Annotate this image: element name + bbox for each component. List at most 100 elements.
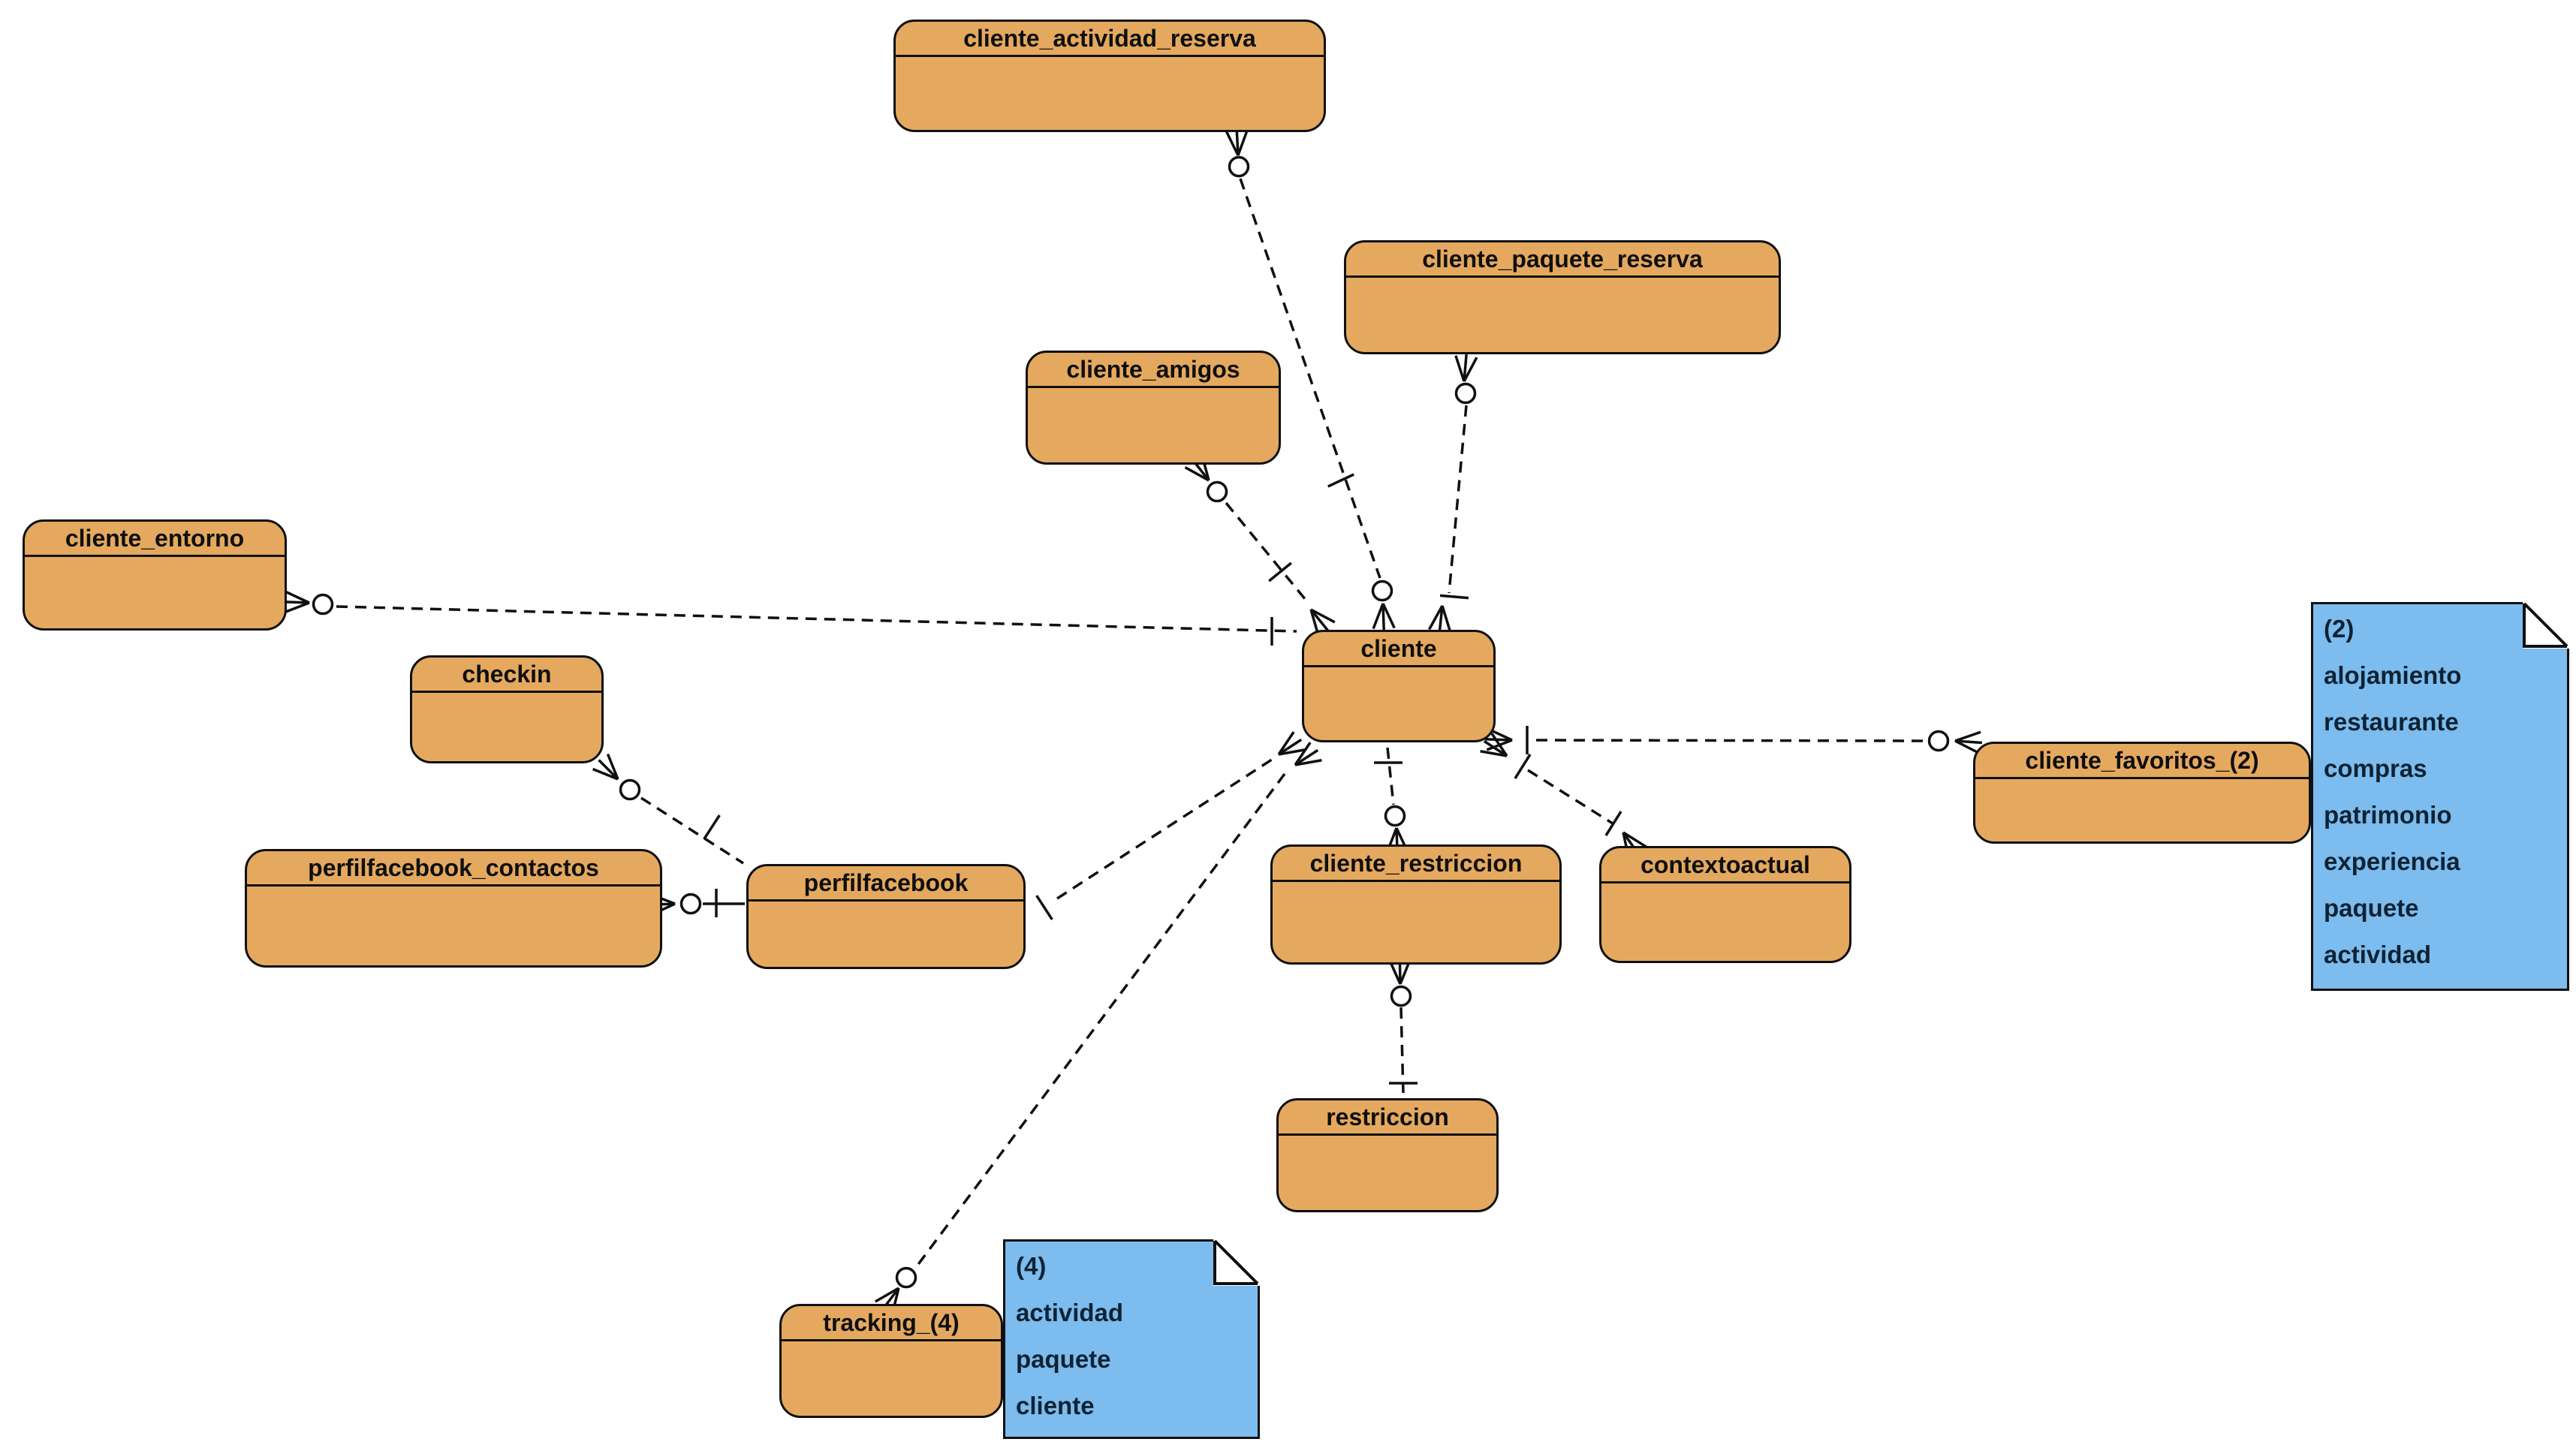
entity-body — [749, 902, 1023, 967]
entity-label: tracking_(4) — [823, 1308, 960, 1336]
entity-body — [1279, 1136, 1496, 1210]
note-line: compras — [2324, 754, 2427, 782]
cardinality-zero-circle — [679, 893, 702, 915]
entity-header: cliente_amigos — [1028, 353, 1279, 388]
entity-cliente_favoritos_2[interactable]: cliente_favoritos_(2) — [1973, 742, 2311, 844]
entity-cliente_entorno[interactable]: cliente_entorno — [23, 519, 287, 631]
entity-cliente_restriccion[interactable]: cliente_restriccion — [1270, 844, 1562, 965]
connector-cliente_actividad_reserva-cliente[interactable] — [1225, 128, 1396, 631]
entity-header: cliente_paquete_reserva — [1346, 242, 1779, 278]
connector-perfilfacebook-cliente[interactable] — [1035, 731, 1306, 920]
crow-foot-many-icon — [1428, 605, 1452, 633]
entity-perfilfacebook[interactable]: perfilfacebook — [746, 864, 1026, 969]
entity-header: contextoactual — [1601, 848, 1849, 884]
crow-foot-many-icon — [1277, 731, 1306, 756]
entity-body — [1273, 882, 1559, 962]
entity-tracking_4[interactable]: tracking_(4) — [779, 1304, 1003, 1418]
entity-label: cliente_favoritos_(2) — [2025, 746, 2259, 774]
entity-header: checkin — [412, 658, 601, 693]
entity-header: perfilfacebook_contactos — [247, 851, 660, 887]
cardinality-one-tick — [1268, 561, 1292, 583]
entity-checkin[interactable]: checkin — [410, 655, 604, 763]
entity-header: tracking_(4) — [782, 1306, 1001, 1341]
crow-foot-many-icon — [1954, 730, 1983, 754]
entity-label: cliente_entorno — [65, 524, 245, 552]
entity-label: perfilfacebook_contactos — [308, 853, 599, 881]
cardinality-zero-circle — [312, 593, 334, 616]
note-line: patrimonio — [2324, 801, 2452, 829]
entity-cliente_amigos[interactable]: cliente_amigos — [1026, 351, 1281, 465]
note-title: (2) — [2324, 615, 2355, 643]
cardinality-zero-circle — [619, 778, 641, 801]
note-line: actividad — [1016, 1299, 1124, 1326]
entity-contextoactual[interactable]: contextoactual — [1599, 846, 1851, 963]
cardinality-zero-circle — [1206, 480, 1228, 503]
entity-cliente_paquete_reserva[interactable]: cliente_paquete_reserva — [1344, 240, 1781, 354]
cardinality-one-tick — [1514, 753, 1532, 780]
entity-header: cliente — [1304, 632, 1493, 667]
connector-cliente_entorno-cliente[interactable] — [282, 590, 1297, 646]
cardinality-one-tick — [1035, 895, 1053, 920]
folded-corner-icon — [2523, 602, 2569, 649]
connector-cliente-contextoactual[interactable] — [1480, 733, 1647, 859]
cardinality-one-tick — [703, 814, 721, 840]
connector-cliente_paquete_reserva-cliente[interactable] — [1428, 354, 1478, 633]
entity-header: cliente_entorno — [25, 522, 285, 557]
entity-body — [412, 693, 601, 761]
cardinality-zero-circle — [1228, 155, 1250, 178]
cardinality-one-tick — [1604, 810, 1622, 837]
note-line: paquete — [2324, 894, 2419, 922]
crow-foot-many-icon — [1294, 742, 1322, 766]
entity-header: perfilfacebook — [749, 866, 1023, 902]
note-2[interactable]: (2) alojamiento restaurante compras patrimon… — [2311, 602, 2569, 991]
note-line: restaurante — [2324, 708, 2459, 736]
crow-foot-many-icon — [282, 590, 310, 614]
cardinality-zero-circle — [1390, 985, 1412, 1007]
entity-label: cliente_actividad_reserva — [963, 24, 1256, 52]
connector-tracking_4-cliente[interactable] — [874, 742, 1322, 1315]
connector-checkin-perfilfacebook[interactable] — [592, 753, 744, 865]
note-line: actividad — [2324, 941, 2432, 968]
entity-header: restriccion — [1279, 1100, 1496, 1136]
cardinality-one-tick — [1439, 594, 1469, 600]
entity-body — [1028, 388, 1279, 462]
entity-body — [1975, 779, 2309, 841]
entity-label: contextoactual — [1641, 850, 1810, 878]
entity-body — [896, 57, 1324, 130]
entity-cliente_actividad_reserva[interactable]: cliente_actividad_reserva — [893, 20, 1326, 132]
connector-perfilfacebook_contactos-perfilfacebook[interactable] — [647, 889, 745, 917]
entity-header: cliente_actividad_reserva — [896, 22, 1324, 57]
entity-cliente[interactable]: cliente — [1302, 630, 1496, 742]
entity-label: cliente_amigos — [1066, 355, 1240, 383]
entity-label: perfilfacebook — [803, 868, 969, 896]
cardinality-zero-circle — [1927, 730, 1950, 752]
note-line: alojamiento — [2324, 661, 2462, 689]
note-title: (4) — [1016, 1252, 1047, 1280]
crow-foot-many-icon — [1372, 603, 1396, 631]
connector-cliente_amigos-cliente[interactable] — [1184, 453, 1336, 637]
connector-cliente_restriccion-restriccion[interactable] — [1387, 956, 1418, 1094]
cardinality-one-tick — [1327, 473, 1354, 488]
entity-label: restriccion — [1326, 1103, 1449, 1130]
entity-body — [1304, 667, 1493, 740]
entity-body — [1346, 278, 1779, 352]
entity-label: cliente_restriccion — [1309, 849, 1523, 877]
crow-foot-many-icon — [592, 753, 619, 781]
entity-header: cliente_favoritos_(2) — [1975, 744, 2309, 779]
folded-corner-icon — [1213, 1239, 1260, 1286]
entity-body — [782, 1341, 1001, 1416]
crow-foot-many-icon — [1225, 128, 1249, 156]
entity-header: cliente_restriccion — [1273, 847, 1559, 882]
entity-label: cliente_paquete_reserva — [1422, 245, 1703, 272]
entity-body — [25, 557, 285, 628]
entity-label: cliente — [1360, 634, 1437, 662]
entity-perfilfacebook_contactos[interactable]: perfilfacebook_contactos — [245, 849, 662, 968]
cardinality-zero-circle — [1371, 579, 1393, 602]
entity-restriccion[interactable]: restriccion — [1276, 1098, 1499, 1212]
entity-body — [247, 887, 660, 965]
connector-cliente-cliente_favoritos_2[interactable] — [1484, 726, 1983, 754]
connector-cliente-cliente_restriccion[interactable] — [1374, 747, 1409, 856]
